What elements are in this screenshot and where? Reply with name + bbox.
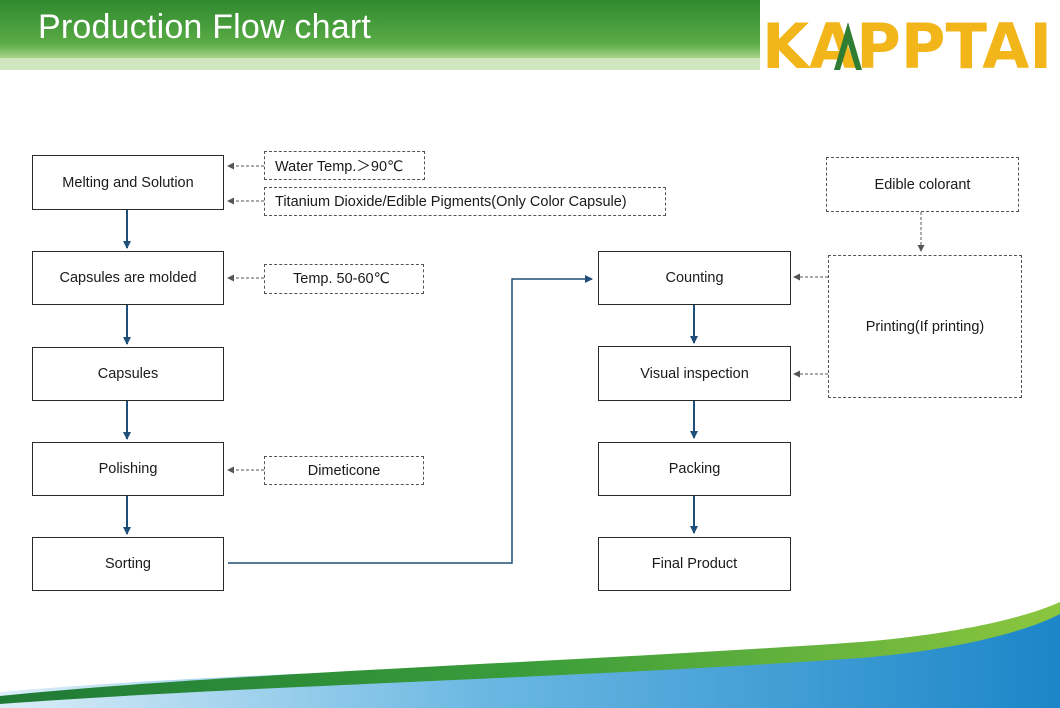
note-label: Dimeticone bbox=[307, 462, 381, 479]
node-label: Visual inspection bbox=[640, 365, 749, 382]
footer-wave bbox=[0, 602, 1060, 708]
note-label: Edible colorant bbox=[874, 176, 971, 193]
note-mold-temp: Temp. 50-60℃ bbox=[264, 264, 424, 294]
logo-text: KAPPTAI bbox=[762, 10, 1052, 74]
node-sorting: Sorting bbox=[32, 537, 224, 591]
node-label: Capsules are molded bbox=[59, 270, 197, 286]
node-capsules: Capsules bbox=[32, 347, 224, 401]
note-label: Titanium Dioxide/Edible Pigments(Only Co… bbox=[275, 193, 627, 210]
node-capsules-molded: Capsules are molded bbox=[32, 251, 224, 305]
node-label: Packing bbox=[668, 461, 721, 477]
node-packing: Packing bbox=[598, 442, 791, 496]
note-dimeticone: Dimeticone bbox=[264, 456, 424, 485]
note-label: Printing(If printing) bbox=[865, 318, 985, 335]
node-final-product: Final Product bbox=[598, 537, 791, 591]
note-edible-colorant: Edible colorant bbox=[826, 157, 1019, 212]
node-label: Capsules bbox=[97, 366, 159, 382]
node-label: Melting and Solution bbox=[62, 174, 194, 191]
node-counting: Counting bbox=[598, 251, 791, 305]
kapptai-logo: KAPPTAI bbox=[762, 10, 1052, 74]
node-label: Sorting bbox=[105, 556, 151, 572]
note-printing: Printing(If printing) bbox=[828, 255, 1022, 398]
header-band bbox=[0, 0, 760, 70]
note-water-temp: Water Temp.＞90℃ bbox=[264, 151, 425, 180]
page-title: Production Flow chart bbox=[38, 8, 372, 46]
note-label: Temp. 50-60℃ bbox=[293, 271, 390, 287]
note-titanium-dioxide: Titanium Dioxide/Edible Pigments(Only Co… bbox=[264, 187, 666, 216]
node-label: Final Product bbox=[651, 556, 738, 572]
node-label: Counting bbox=[665, 270, 724, 286]
node-visual-inspection: Visual inspection bbox=[598, 346, 791, 401]
node-polishing: Polishing bbox=[32, 442, 224, 496]
note-label: Water Temp.＞90℃ bbox=[275, 159, 404, 175]
node-label: Polishing bbox=[98, 461, 158, 477]
node-melting-and-solution: Melting and Solution bbox=[32, 155, 224, 210]
logo-leaf-mark bbox=[834, 22, 862, 70]
